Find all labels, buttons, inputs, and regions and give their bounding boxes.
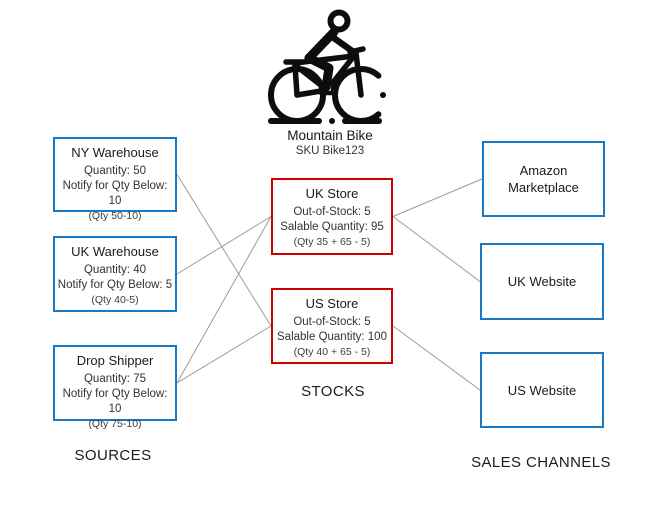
sources-column-label: SOURCES bbox=[74, 447, 152, 464]
channel-title: UK Website bbox=[507, 274, 577, 289]
stock-note: (Qty 40 + 65 - 5) bbox=[293, 346, 371, 358]
source-box-uk-warehouse: UK Warehouse Quantity: 40 Notify for Qty… bbox=[53, 236, 177, 312]
channel-title: US Website bbox=[507, 382, 577, 398]
source-box-drop-shipper: Drop Shipper Quantity: 75 Notify for Qty… bbox=[53, 345, 177, 430]
source-quantity: Quantity: 75 bbox=[83, 373, 146, 385]
stock-note: (Qty 35 + 65 - 5) bbox=[293, 236, 371, 248]
stock-salable-quantity: Salable Quantity: 95 bbox=[280, 221, 384, 233]
source-notify: Notify for Qty Below: 10 bbox=[62, 388, 168, 415]
stock-salable-quantity: Salable Quantity: 100 bbox=[277, 331, 387, 343]
sales-channels-column-label: SALES CHANNELS bbox=[471, 454, 611, 471]
source-note: (Qty 75-10) bbox=[88, 418, 142, 430]
source-note: (Qty 50-10) bbox=[88, 210, 142, 222]
source-title: NY Warehouse bbox=[71, 145, 159, 160]
source-note: (Qty 40-5) bbox=[91, 294, 139, 306]
channel-box-amazon-marketplace: Amazon Marketplace bbox=[482, 141, 605, 217]
source-notify: Notify for Qty Below: 5 bbox=[57, 279, 173, 291]
stock-out-of-stock: Out-of-Stock: 5 bbox=[293, 316, 371, 328]
stock-title: US Store bbox=[305, 296, 359, 311]
stock-title: UK Store bbox=[305, 186, 359, 201]
source-box-ny-warehouse: NY Warehouse Quantity: 50 Notify for Qty… bbox=[53, 137, 177, 222]
stock-box-us-store: US Store Out-of-Stock: 5 Salable Quantit… bbox=[271, 288, 393, 364]
product-sku: SKU Bike123 bbox=[295, 145, 365, 157]
product-name: Mountain Bike bbox=[287, 128, 373, 143]
source-title: Drop Shipper bbox=[76, 353, 154, 368]
product-header: Mountain Bike SKU Bike123 bbox=[230, 8, 430, 157]
channel-box-us-website: US Website bbox=[480, 352, 604, 428]
stock-out-of-stock: Out-of-Stock: 5 bbox=[293, 206, 371, 218]
source-title: UK Warehouse bbox=[71, 244, 159, 259]
mountain-bike-icon bbox=[268, 9, 386, 124]
stocks-column-label: STOCKS bbox=[301, 383, 365, 400]
channel-box-uk-website: UK Website bbox=[480, 243, 604, 320]
source-quantity: Quantity: 40 bbox=[83, 264, 146, 276]
channel-title: Amazon Marketplace bbox=[508, 163, 579, 195]
source-quantity: Quantity: 50 bbox=[83, 165, 146, 177]
stock-box-uk-store: UK Store Out-of-Stock: 5 Salable Quantit… bbox=[271, 178, 393, 255]
source-notify: Notify for Qty Below: 10 bbox=[62, 180, 168, 207]
